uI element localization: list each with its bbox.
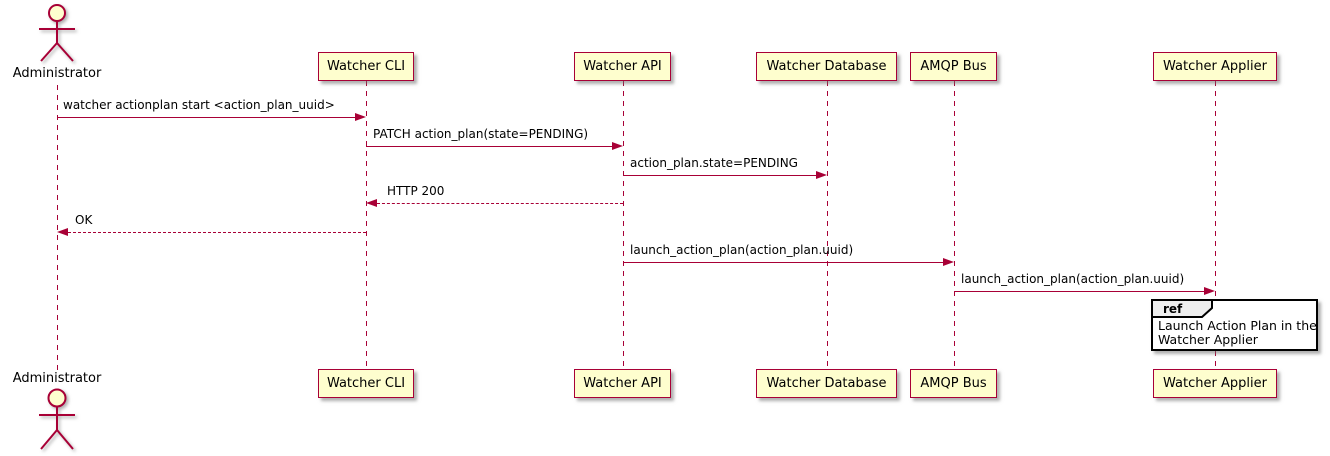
- actor-label-bottom: Administrator: [12, 371, 102, 386]
- lifeline-watcher-cli: [366, 81, 367, 369]
- message-line: [377, 203, 623, 204]
- ref-tab-shape-icon: [1151, 299, 1213, 318]
- message-line: [954, 291, 1208, 292]
- message-label: launch_action_plan(action_plan.uuid): [961, 272, 1185, 286]
- arrowhead-icon: [57, 228, 68, 236]
- message-label: watcher actionplan start <action_plan_uu…: [63, 98, 335, 112]
- stickman-actor-icon: [39, 388, 75, 450]
- arrowhead-icon: [366, 199, 377, 207]
- participant-box-amqp-bus-top: AMQP Bus: [910, 52, 997, 81]
- message-label: OK: [75, 213, 93, 227]
- participant-box-amqp-bus-bottom: AMQP Bus: [910, 369, 997, 398]
- lifeline-watcher-applier: [1215, 81, 1216, 369]
- arrowhead-icon: [1204, 287, 1215, 295]
- lifeline-amqp-bus: [954, 81, 955, 369]
- message-label: PATCH action_plan(state=PENDING): [373, 127, 589, 141]
- message-label: HTTP 200: [387, 184, 445, 198]
- participant-box-watcher-database-bottom: Watcher Database: [756, 369, 897, 398]
- participant-box-watcher-applier-top: Watcher Applier: [1153, 52, 1277, 81]
- participant-box-watcher-api-bottom: Watcher API: [574, 369, 671, 398]
- ref-text-line: Launch Action Plan in the: [1158, 318, 1317, 333]
- participant-box-watcher-cli-top: Watcher CLI: [318, 52, 414, 81]
- message-line: [68, 232, 366, 233]
- message-label: action_plan.state=PENDING: [630, 156, 798, 170]
- participant-box-watcher-api-top: Watcher API: [574, 52, 671, 81]
- stickman-actor-icon: [39, 4, 75, 62]
- participant-box-watcher-cli-bottom: Watcher CLI: [318, 369, 414, 398]
- message-label: launch_action_plan(action_plan.uuid): [630, 243, 854, 257]
- ref-fragment: ref Launch Action Plan in the Watcher Ap…: [1151, 299, 1318, 351]
- message-line: [623, 175, 820, 176]
- message-line: [57, 117, 359, 118]
- actor-label-top: Administrator: [12, 66, 102, 81]
- arrowhead-icon: [943, 258, 954, 266]
- arrowhead-icon: [355, 113, 366, 121]
- lifeline-watcher-database: [827, 81, 828, 369]
- arrowhead-icon: [816, 171, 827, 179]
- arrowhead-icon: [612, 142, 623, 150]
- message-line: [366, 146, 616, 147]
- participant-box-watcher-database-top: Watcher Database: [756, 52, 897, 81]
- lifeline-watcher-api: [623, 81, 624, 369]
- message-line: [623, 262, 947, 263]
- ref-keyword: ref: [1163, 302, 1183, 316]
- ref-text-line: Watcher Applier: [1158, 332, 1258, 347]
- participant-box-watcher-applier-bottom: Watcher Applier: [1153, 369, 1277, 398]
